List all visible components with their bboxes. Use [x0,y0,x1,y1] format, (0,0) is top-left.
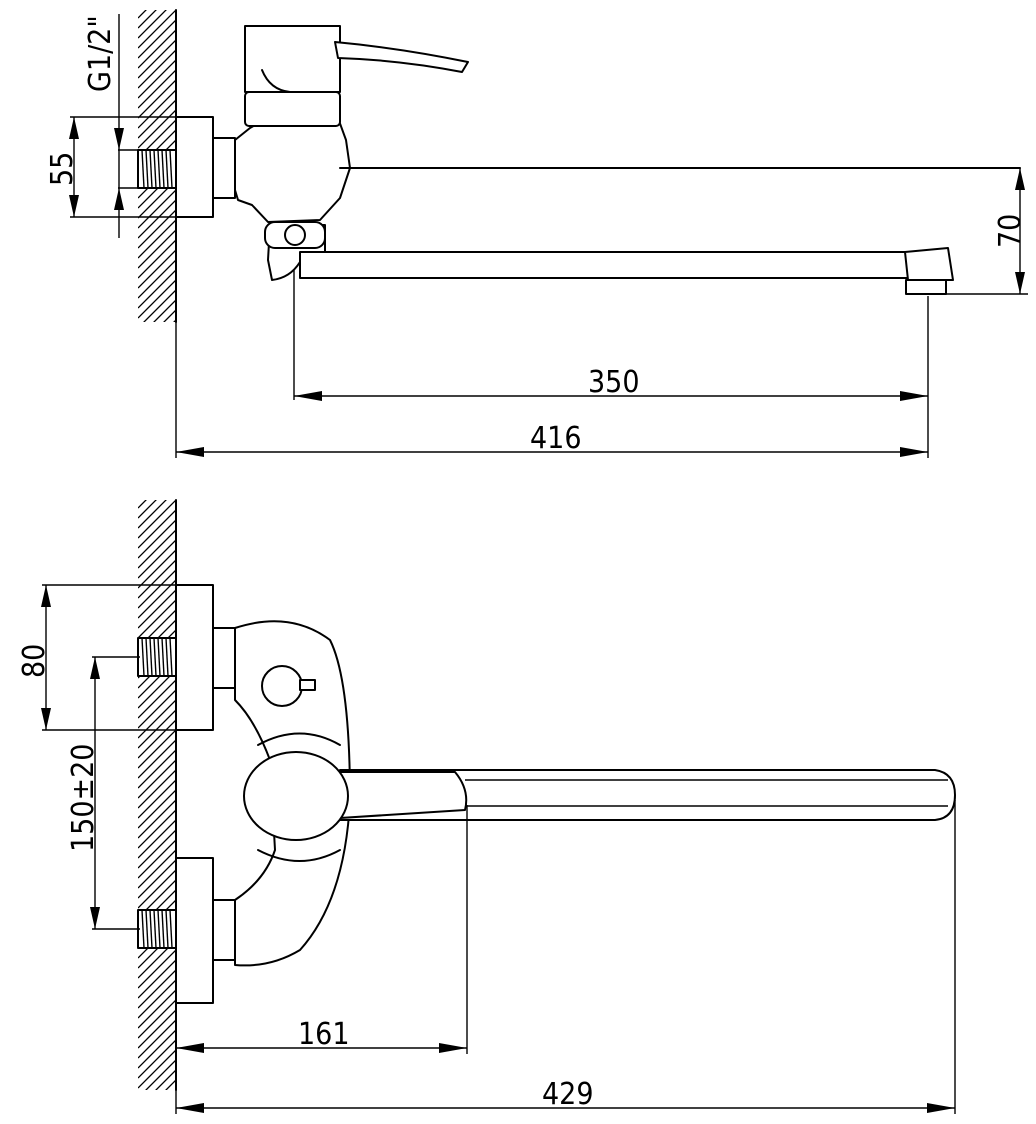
spout-front [243,751,956,841]
spout-top [299,167,1021,295]
thread-label: G1/2" [83,15,118,92]
threaded-pipe-top [137,149,177,189]
dim-lever-reach: 161 [176,1017,467,1053]
front-view: 80 150±20 161 429 [17,499,956,1114]
lower-connection [137,857,236,1004]
total-depth-label: 416 [530,421,582,456]
mixer-body-top [234,25,351,281]
wall-hatch-front [138,500,176,1090]
eccentric-nut-top [212,137,236,199]
dim-total-depth: 416 [176,421,928,457]
eccentric-offset-label: 80 [17,644,52,678]
upper-connection [137,584,236,731]
top-view: G1/2" 55 70 350 416 [45,9,1028,458]
dim-total-length: 429 [176,1077,955,1113]
fitting-height-label: 55 [45,152,80,186]
wall-flange-top [175,116,214,218]
connection-spacing-label: 150±20 [66,744,101,852]
wall-hatch-top [138,10,176,322]
dim-thread: G1/2" [83,14,124,238]
dim-fitting-height: 55 [45,117,80,217]
dim-connection-spacing: 150±20 [66,657,101,929]
lever-reach-label: 161 [298,1017,350,1052]
dim-spout-drop: 70 [993,168,1028,294]
spout-drop-label: 70 [993,214,1028,248]
lever-handle-top [334,41,469,73]
dim-eccentric-offset: 80 [17,585,52,730]
dim-spout-reach: 350 [294,365,928,401]
spout-reach-label: 350 [588,365,640,400]
total-length-label: 429 [542,1077,594,1112]
